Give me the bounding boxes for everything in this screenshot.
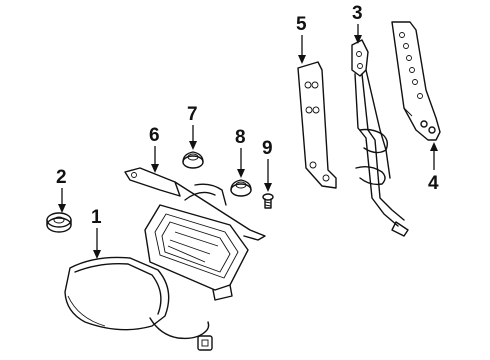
leader-5	[298, 35, 306, 64]
leader-4	[430, 142, 438, 170]
part-6-lamp-bracket	[124, 167, 266, 301]
part-5-bracket-plate	[297, 61, 337, 189]
part-4-slotted-bracket	[391, 21, 441, 141]
callout-8: 8	[235, 127, 246, 148]
part-9-screw	[262, 193, 274, 209]
leader-1	[93, 228, 101, 259]
leader-6	[151, 146, 159, 173]
callout-1: 1	[91, 207, 102, 228]
leader-3	[354, 24, 362, 44]
callout-4: 4	[428, 173, 439, 194]
part-2-nut	[46, 212, 72, 233]
leader-7	[189, 125, 197, 150]
callout-5: 5	[296, 14, 307, 35]
leader-8	[237, 148, 245, 178]
callout-3: 3	[352, 3, 363, 24]
leader-2	[58, 188, 66, 213]
callout-9: 9	[262, 138, 273, 159]
part-1-lamp-housing	[64, 256, 213, 351]
callout-7: 7	[187, 104, 198, 125]
callout-2: 2	[56, 167, 67, 188]
callout-6: 6	[149, 125, 160, 146]
part-3-support-rod	[351, 39, 409, 237]
part-7-grommet	[182, 151, 204, 169]
leader-9	[264, 159, 272, 192]
part-8-grommet	[230, 179, 252, 197]
